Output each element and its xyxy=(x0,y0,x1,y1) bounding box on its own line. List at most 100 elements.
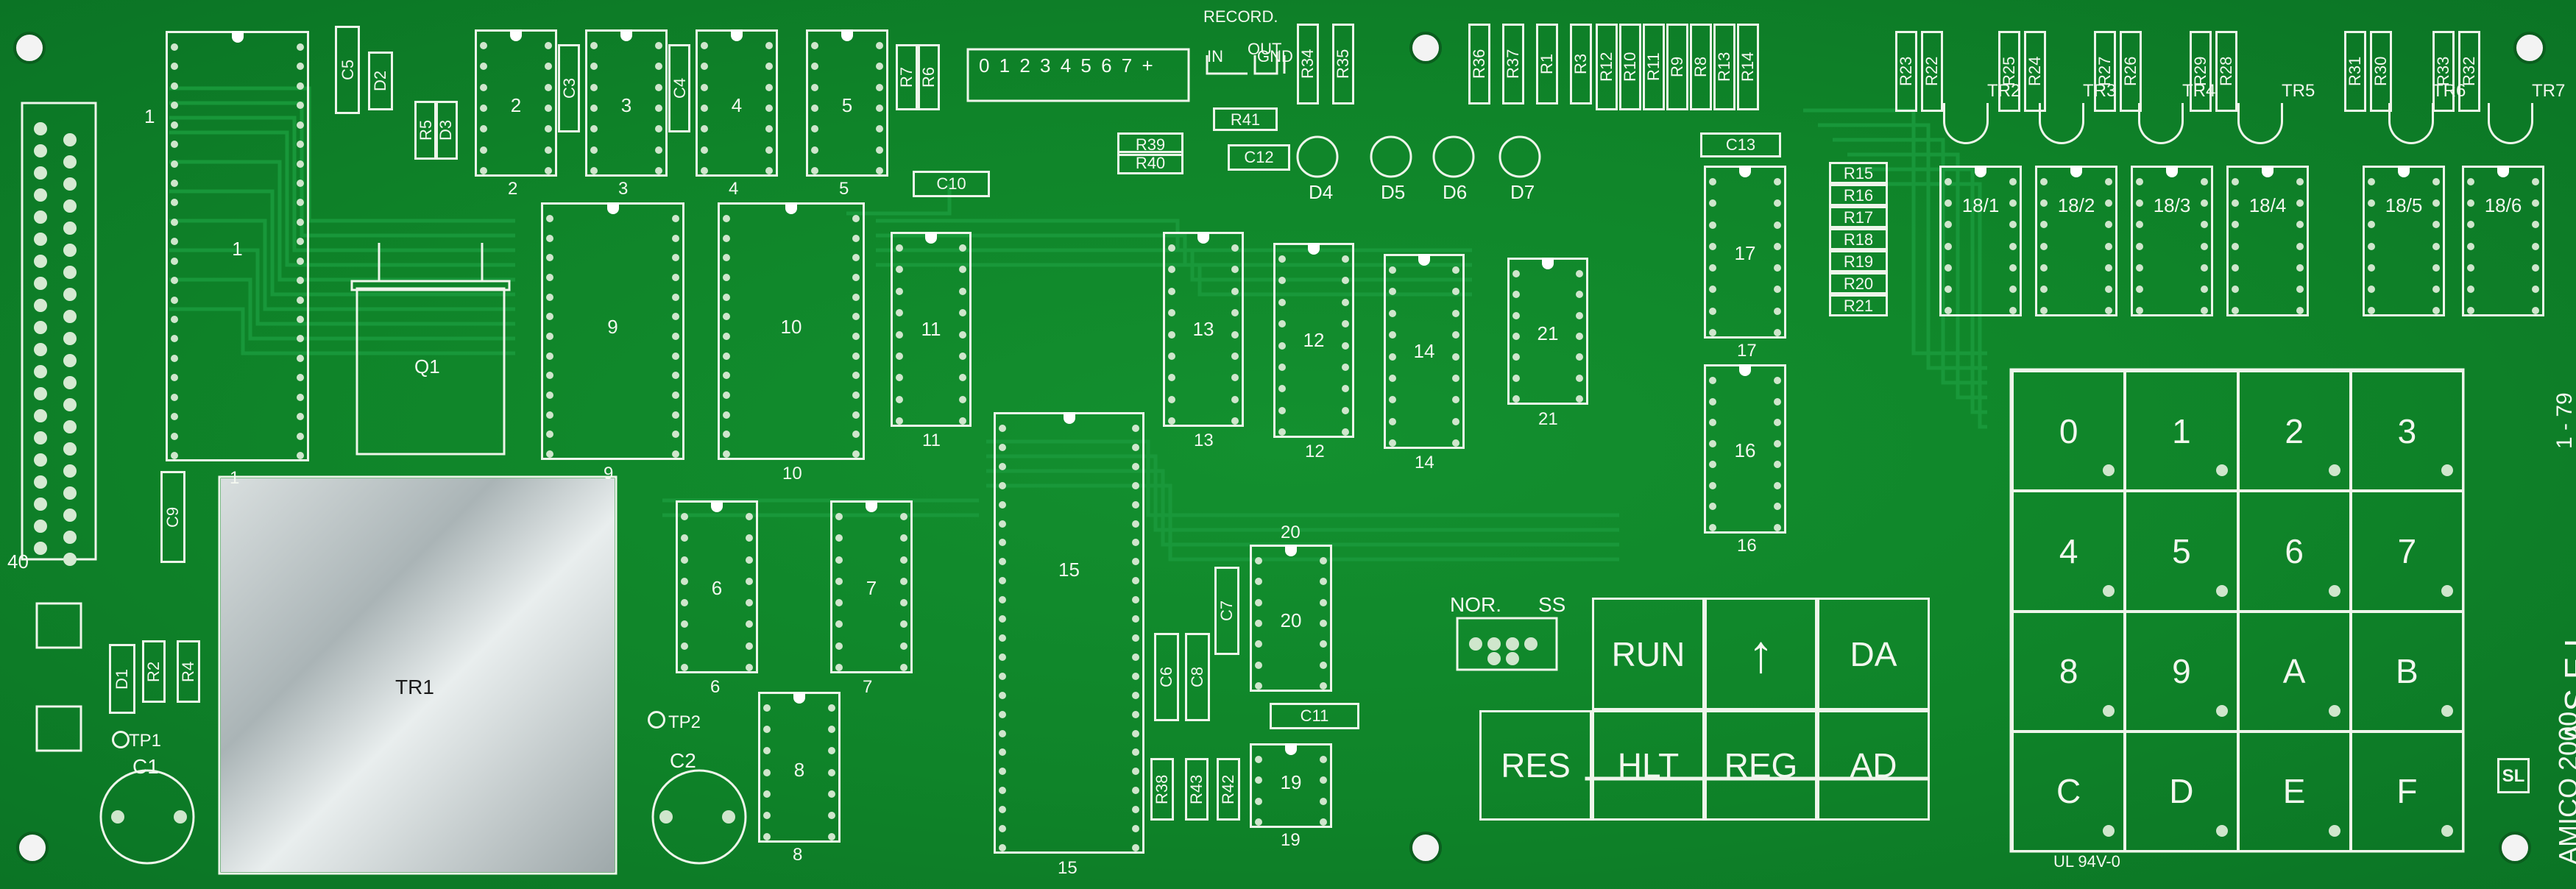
ic-pin-pad xyxy=(590,63,598,71)
key-da[interactable]: DA xyxy=(1817,598,1930,710)
ic-20: 20 xyxy=(1250,545,1332,692)
key-hex-7[interactable]: 7 xyxy=(2349,490,2464,612)
ic-pin-pad xyxy=(1576,270,1583,277)
ic-pin-pad xyxy=(2467,199,2474,208)
ic-pin-pad xyxy=(2009,263,2017,272)
ic-pin-pad xyxy=(1255,756,1262,763)
ic-pin-pad xyxy=(1132,729,1139,737)
ic-pin-pad xyxy=(1320,682,1327,690)
key-hex-9[interactable]: 9 xyxy=(2124,610,2239,732)
ic-pin-pad xyxy=(1255,776,1262,784)
resistor-r6: R6 xyxy=(918,44,940,110)
ic-pin-pad xyxy=(746,556,753,564)
ic-pin-pad xyxy=(1278,277,1286,285)
ic-pin-pad xyxy=(681,577,688,585)
key-step-up[interactable]: ↑ xyxy=(1705,598,1817,710)
ic-16-foot: 16 xyxy=(1737,536,1757,556)
ic-pin-pad xyxy=(297,160,304,168)
ic-pin-pad xyxy=(2467,263,2474,272)
socket-18-2: 18/2 xyxy=(2035,166,2117,316)
ic-pin-pad xyxy=(1709,329,1716,336)
key-run[interactable]: RUN xyxy=(1592,598,1705,710)
ic-pin-pad xyxy=(1132,558,1139,566)
cap-c11: C11 xyxy=(1270,703,1359,729)
ic-pin-pad xyxy=(681,664,688,671)
ic-pin-pad xyxy=(480,146,487,154)
key-hex-8[interactable]: 8 xyxy=(2011,610,2126,732)
key-hex-3[interactable]: 3 xyxy=(2349,370,2464,492)
ic-pin-pad xyxy=(1132,520,1139,528)
ic-pin-pad xyxy=(900,664,907,671)
ic-pin-pad xyxy=(1168,287,1175,295)
ic-pin-pad xyxy=(1709,439,1716,447)
ic-pin-pad xyxy=(1774,264,1781,272)
ic-6: 6 xyxy=(676,500,758,673)
ic-pin-pad xyxy=(480,167,487,174)
ic-pin-pad xyxy=(2040,221,2048,229)
ic-pin-pad xyxy=(1132,577,1139,585)
ic-pin-pad xyxy=(765,63,773,71)
ic-pin-pad xyxy=(1389,374,1396,382)
ic-pin-pad xyxy=(2201,221,2208,229)
cap-c8: C8 xyxy=(1185,633,1210,721)
ic-pin-pad xyxy=(1774,221,1781,229)
cap-c10: C10 xyxy=(913,171,990,197)
ic-pin-pad xyxy=(1320,557,1327,564)
key-hex-c[interactable]: C xyxy=(2011,730,2126,852)
ic-pin-pad xyxy=(835,577,843,585)
ic-pin-pad xyxy=(2368,285,2375,293)
key-ad[interactable]: AD xyxy=(1817,710,1930,821)
resistor-r3: R3 xyxy=(1570,24,1592,105)
ic-pin-pad xyxy=(763,768,771,776)
cap-c9: C9 xyxy=(160,471,185,563)
ic-pin-pad xyxy=(2040,263,2048,272)
ic-pin-pad xyxy=(1132,768,1139,776)
key-hex-2[interactable]: 2 xyxy=(2237,370,2352,492)
ic-pin-pad xyxy=(746,642,753,650)
key-hex-6[interactable]: 6 xyxy=(2237,490,2352,612)
ic-pin-pad xyxy=(1320,797,1327,805)
key-hex-d[interactable]: D xyxy=(2124,730,2239,852)
ic-pin-pad xyxy=(1231,395,1239,403)
ic-pin-pad xyxy=(681,513,688,520)
ic-9-foot: 9 xyxy=(604,464,614,484)
key-contact-pad xyxy=(2328,704,2340,717)
ic-pin-pad xyxy=(763,790,771,798)
ic-pin-pad xyxy=(2467,221,2474,229)
tr1-label: TR1 xyxy=(395,676,434,698)
key-contact-pad xyxy=(2215,825,2228,837)
ic-pin-pad xyxy=(1774,481,1781,489)
ic-pin-pad xyxy=(546,372,553,380)
ic-pin-pad xyxy=(876,146,883,154)
mode-switch[interactable] xyxy=(1459,620,1555,668)
key-hex-b[interactable]: B xyxy=(2349,610,2464,732)
key-hex-4[interactable]: 4 xyxy=(2011,490,2126,612)
ic-pin-pad xyxy=(2136,285,2143,293)
ic-pin-pad xyxy=(2296,178,2304,185)
ic-pin-pad xyxy=(999,425,1006,432)
ic-pin-pad xyxy=(681,620,688,628)
ic-pin-pad xyxy=(297,63,304,71)
key-hex-a[interactable]: A xyxy=(2237,610,2352,732)
ic-pin-pad xyxy=(701,63,708,71)
ic-pin-pad xyxy=(297,277,304,285)
key-hex-1[interactable]: 1 xyxy=(2124,370,2239,492)
ic-7: 7 xyxy=(830,500,913,673)
key-hex-e[interactable]: E xyxy=(2237,730,2352,852)
resistor-r30: R30 xyxy=(2370,31,2392,112)
ic-pin-pad xyxy=(1709,178,1716,185)
key-hlt[interactable]: HLT xyxy=(1592,710,1705,821)
key-reg[interactable]: REG xyxy=(1705,710,1817,821)
key-res[interactable]: RES xyxy=(1479,710,1592,821)
ic-pin-pad xyxy=(2296,242,2304,250)
ic-pin-pad xyxy=(672,293,679,301)
key-hex-5[interactable]: 5 xyxy=(2124,490,2239,612)
ic-pin-pad xyxy=(896,352,903,360)
ic-pin-pad xyxy=(2532,263,2539,272)
ic-pin-pad xyxy=(900,620,907,628)
ic-pin-pad xyxy=(852,234,860,242)
key-hex-0[interactable]: 0 xyxy=(2011,370,2126,492)
ic-pin-pad xyxy=(2105,221,2112,229)
key-hex-f[interactable]: F xyxy=(2349,730,2464,852)
